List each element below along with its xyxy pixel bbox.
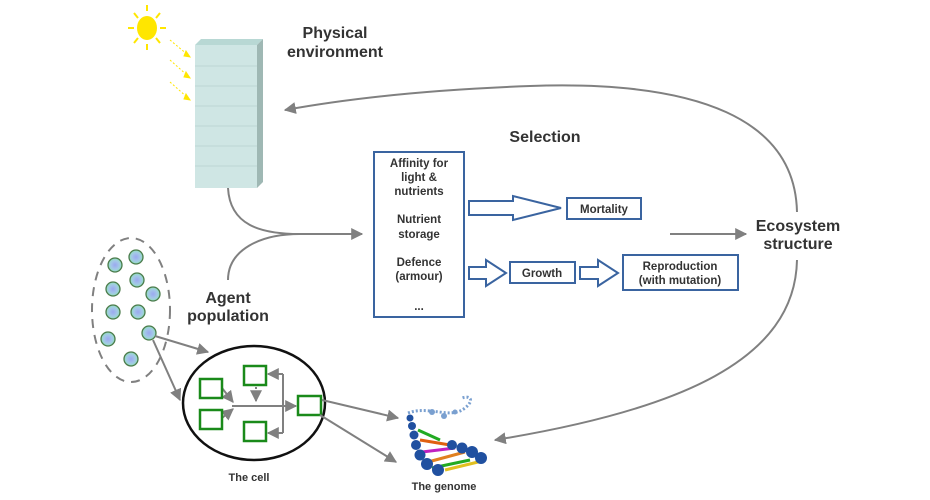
growth-box [509, 261, 576, 284]
dna-helix-icon [406, 395, 487, 476]
trait-line: nutrients [394, 186, 443, 198]
gene-node [242, 420, 268, 443]
the-genome-label: The genome [412, 481, 477, 493]
block-arrow-to-reproduction [579, 258, 620, 288]
population-to-selection-arrow [227, 233, 301, 281]
cell-boundary [181, 344, 327, 462]
agent-icon [129, 272, 145, 288]
agent-icon [105, 304, 121, 320]
agent-population-label-1: Agent [205, 290, 251, 307]
growth-label: Growth [522, 268, 562, 280]
agent-icon [123, 351, 139, 367]
trait-line: Nutrient [397, 214, 441, 226]
sun-icon [128, 5, 166, 50]
trait-line: Defence [397, 257, 442, 269]
agent-icon [105, 281, 121, 297]
the-cell-label: The cell [229, 472, 270, 484]
genes [198, 364, 323, 443]
mortality-label: Mortality [580, 204, 629, 216]
ecosystem-to-genome-arrow [493, 259, 798, 445]
selection-label: Selection [509, 129, 580, 146]
trait-line: storage [398, 229, 440, 241]
reproduction-label-1: Reproduction [643, 261, 718, 273]
cell-to-genome-arrow-2 [319, 414, 398, 463]
trait-line: (armour) [395, 271, 442, 283]
agent-icon [141, 325, 157, 341]
trait-line: Affinity for [390, 158, 449, 170]
cell-to-genome-arrow-1 [321, 399, 400, 422]
agent-population-boundary [91, 237, 171, 383]
agent-icon [145, 286, 161, 302]
agent-icon [128, 249, 144, 265]
agent-icon [100, 331, 116, 347]
reproduction-box [622, 254, 739, 291]
agent-to-cell-arrow-1 [154, 335, 210, 355]
agents [100, 249, 161, 367]
trait-line: light & [401, 172, 437, 184]
water-column [195, 39, 263, 188]
gene-node [198, 377, 224, 400]
feedback-arrow-to-environment [283, 84, 798, 213]
agent-to-cell-arrow-2 [152, 339, 182, 402]
physical-environment-label-2: environment [287, 44, 384, 61]
agent-icon [130, 304, 146, 320]
agent-population-label-2: population [187, 308, 269, 325]
trait-line: ... [414, 301, 424, 313]
ecosystem-structure-label-2: structure [763, 236, 832, 253]
traits-box [373, 151, 465, 318]
reproduction-label-2: (with mutation) [639, 275, 722, 287]
block-arrow-to-growth [468, 258, 508, 288]
sunlight-rays [169, 39, 192, 101]
gene-node [198, 408, 224, 431]
gene-node [242, 364, 268, 387]
block-arrow-to-mortality [468, 194, 562, 222]
physical-environment-label-1: Physical [303, 25, 368, 42]
gene-network [220, 368, 298, 439]
traits-list: Affinity for light & nutrients Nutrient … [390, 158, 449, 313]
mortality-box [566, 197, 642, 220]
gene-node [296, 394, 323, 417]
environment-to-selection-arrow [227, 187, 364, 240]
agent-icon [107, 257, 123, 273]
ecosystem-structure-label-1: Ecosystem [756, 218, 841, 235]
